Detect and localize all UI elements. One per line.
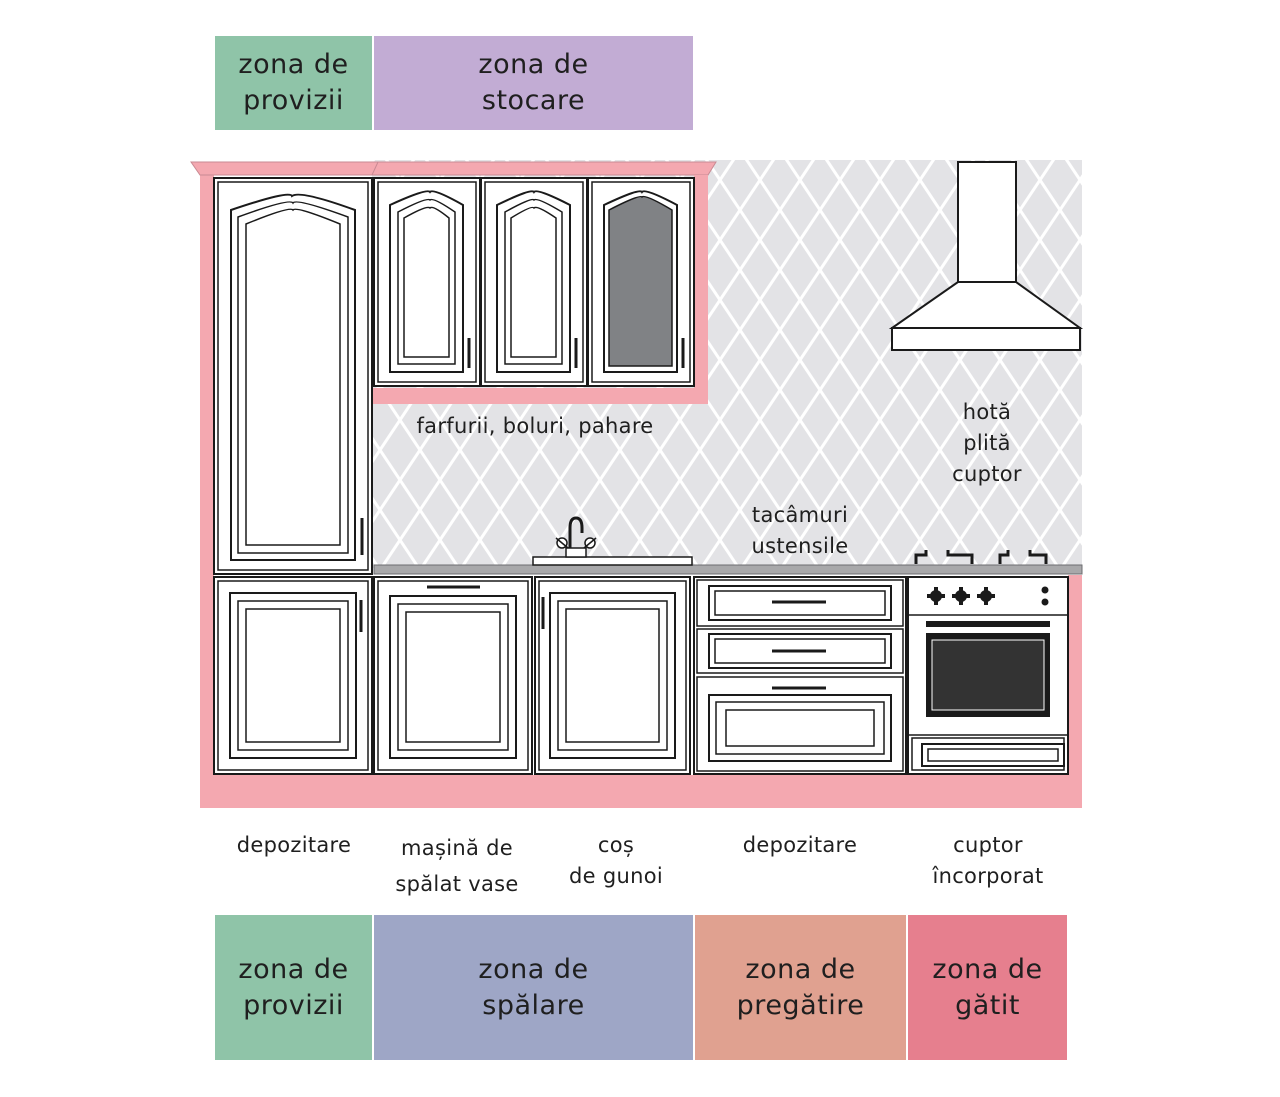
range-hood — [888, 161, 1084, 351]
bottom-zone-washing: zona de spălare — [374, 915, 693, 1060]
label-storage-drawers: depozitare — [742, 833, 858, 857]
upper-cabinets — [373, 177, 695, 387]
tall-pantry-cabinet — [213, 177, 373, 575]
plinth — [200, 775, 1082, 808]
label-dishes: farfurii, boluri, pahare — [416, 414, 654, 438]
upper-cabinet-bottom — [372, 388, 708, 404]
label-cutlery-utensils: tacâmuri ustensile — [751, 503, 849, 558]
label-dishwasher: mașină de spălat vase — [395, 836, 519, 896]
top-zone-storage: zona de stocare — [374, 36, 693, 130]
upper-cabinet-side — [694, 175, 708, 391]
top-zone-provisions: zona de provizii — [215, 36, 372, 130]
oven-knobs — [927, 586, 1049, 606]
base-cabinets — [213, 576, 1069, 775]
label-trash-bin: coș de gunoi — [569, 833, 663, 888]
bottom-zone-cooking: zona de gătit — [908, 915, 1067, 1060]
countertop — [373, 564, 1083, 575]
tall-cabinet-frame — [200, 175, 214, 775]
label-hood-cooktop-oven: hotă plită cuptor — [952, 400, 1022, 486]
crown-molding-right — [371, 161, 717, 176]
label-built-in-oven: cuptor încorporat — [932, 833, 1044, 888]
cooktop-burners — [914, 550, 1048, 564]
bottom-zone-provisions: zona de provizii — [215, 915, 372, 1060]
label-storage-pantry: depozitare — [236, 833, 352, 857]
base-frame-right — [1068, 575, 1082, 775]
crown-molding-left — [190, 161, 383, 176]
sink-faucet — [532, 516, 693, 566]
bottom-zone-preparation: zona de pregătire — [695, 915, 906, 1060]
